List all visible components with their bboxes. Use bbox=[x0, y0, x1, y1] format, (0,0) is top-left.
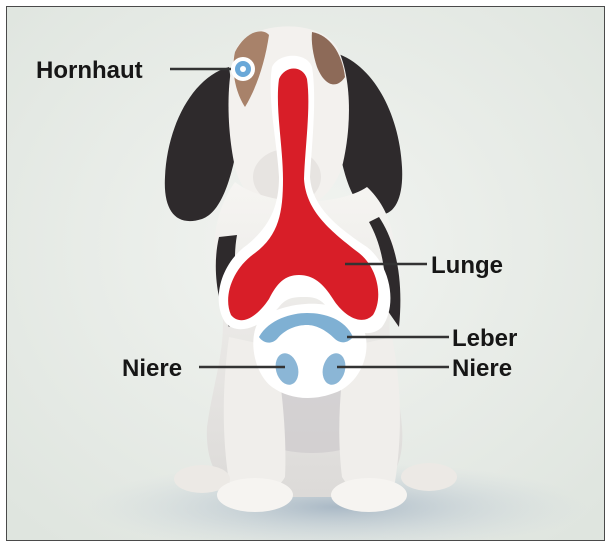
label-cornea: Hornhaut bbox=[36, 57, 143, 84]
right-front-paw bbox=[331, 478, 407, 512]
dog-organ-diagram: Hornhaut Lunge Leber Niere Niere bbox=[7, 7, 604, 540]
diagram-frame: Hornhaut Lunge Leber Niere Niere bbox=[6, 6, 605, 541]
label-kidney-right: Niere bbox=[452, 355, 512, 382]
label-lung: Lunge bbox=[431, 252, 503, 279]
left-front-paw bbox=[217, 478, 293, 512]
label-liver: Leber bbox=[452, 325, 517, 352]
cornea-center bbox=[240, 66, 246, 72]
right-hind-paw bbox=[401, 463, 457, 491]
label-kidney-left: Niere bbox=[122, 355, 182, 382]
